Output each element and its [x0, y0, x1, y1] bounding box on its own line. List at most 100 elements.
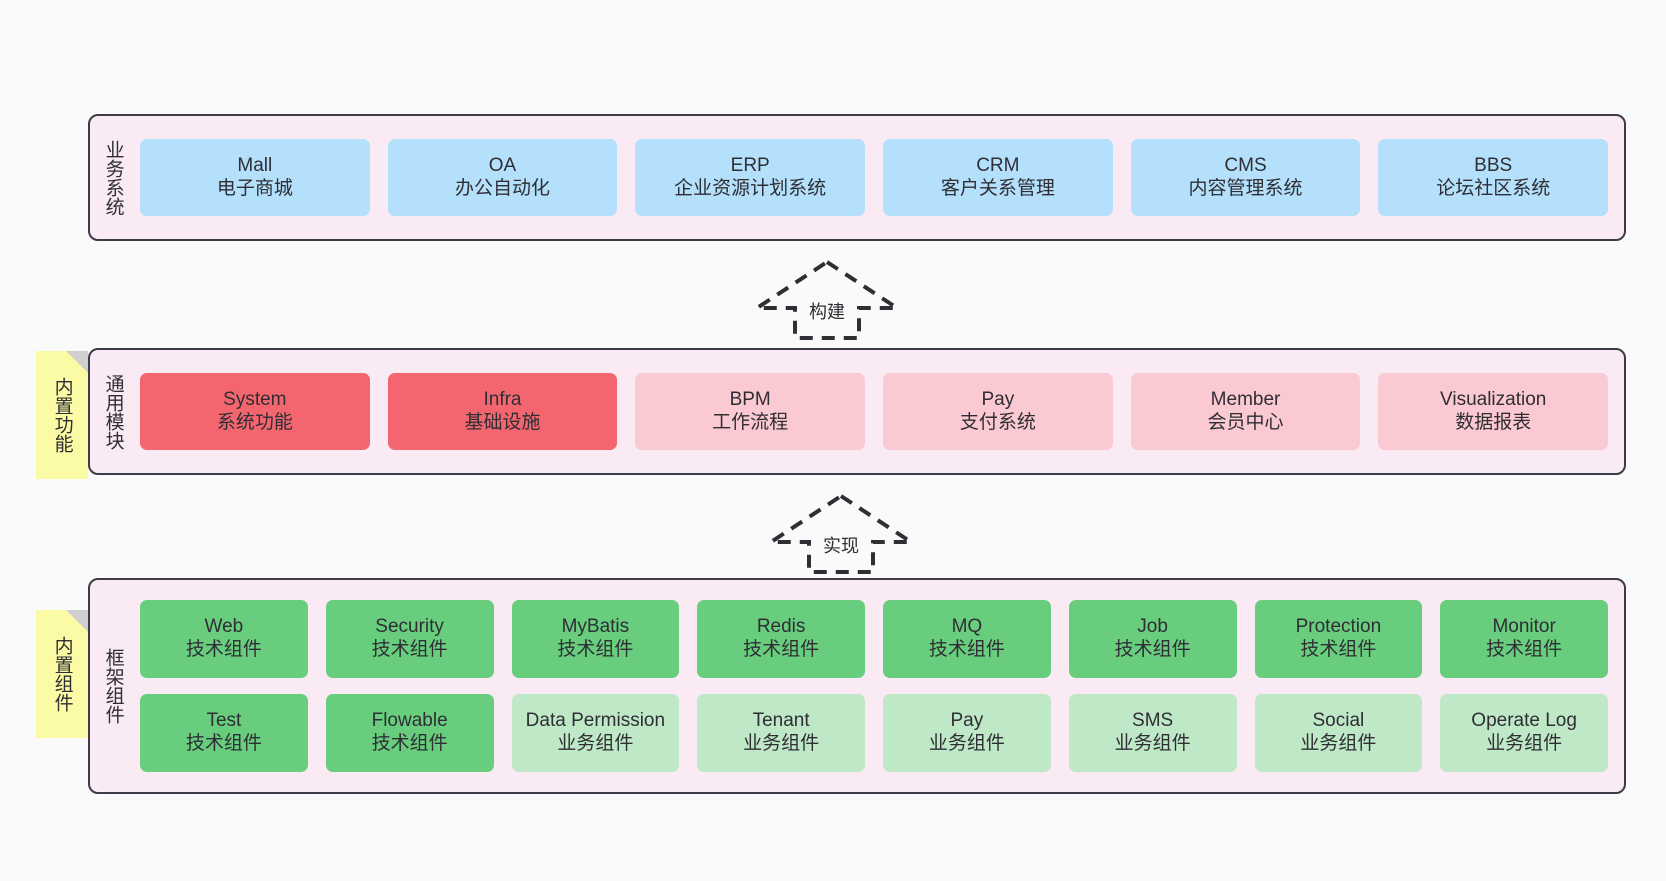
card-subtitle: 系统功能: [216, 411, 293, 433]
card-title: Job: [1137, 616, 1168, 638]
layer-framework-components-label: 框架组件: [102, 648, 124, 724]
card-title: MyBatis: [561, 616, 630, 638]
note-fold-corner-icon: [66, 610, 88, 632]
card-subtitle: 技术组件: [743, 639, 820, 660]
arrow-implement: 实现: [764, 492, 918, 576]
card-title: Security: [375, 616, 444, 638]
card-subtitle: 技术组件: [1300, 639, 1377, 660]
card-title: SMS: [1132, 710, 1174, 732]
card-subtitle: 业务组件: [928, 733, 1005, 754]
card-title: Social: [1312, 710, 1365, 732]
card-title: ERP: [730, 154, 770, 176]
card-subtitle: 业务组件: [743, 733, 820, 754]
card-title: Web: [204, 616, 244, 638]
card-title: Infra: [483, 388, 522, 410]
card-title: Flowable: [371, 710, 448, 732]
card-title: CMS: [1224, 154, 1267, 176]
card-title: System: [223, 388, 287, 410]
card-title: Visualization: [1440, 388, 1547, 410]
card-subtitle: 数据报表: [1455, 411, 1532, 433]
card-subtitle: 技术组件: [557, 639, 634, 660]
card-title: CRM: [976, 154, 1020, 176]
card-title: Member: [1210, 388, 1281, 410]
card-subtitle: 技术组件: [928, 639, 1005, 660]
card-subtitle: 工作流程: [712, 411, 789, 433]
card-subtitle: 技术组件: [1486, 639, 1563, 660]
layer-common-modules-label: 通用模块: [102, 373, 124, 450]
card-subtitle: 企业资源计划系统: [674, 177, 827, 199]
layer-business-systems-label: 业务系统: [102, 139, 124, 216]
card-subtitle: 业务组件: [1486, 733, 1563, 754]
card-title: Tenant: [752, 710, 810, 732]
card-subtitle: 技术组件: [185, 733, 262, 754]
card-subtitle: 支付系统: [959, 411, 1036, 433]
card-title: Redis: [756, 616, 806, 638]
note-builtin-components-label: 内置组件: [51, 636, 73, 712]
card-subtitle: 业务组件: [557, 733, 634, 754]
card-title: Monitor: [1492, 616, 1556, 638]
note-fold-corner-icon: [66, 351, 88, 373]
card-subtitle: 办公自动化: [455, 177, 551, 199]
card-title: Protection: [1295, 616, 1382, 638]
card-subtitle: 论坛社区系统: [1436, 177, 1551, 199]
card-subtitle: 技术组件: [1114, 639, 1191, 660]
card-title: Test: [206, 710, 242, 732]
card-subtitle: 业务组件: [1114, 733, 1191, 754]
card-subtitle: 技术组件: [371, 733, 448, 754]
card-title: Pay: [950, 710, 984, 732]
card-subtitle: 基础设施: [464, 411, 541, 433]
card-title: Operate Log: [1471, 710, 1577, 732]
card-title: Pay: [981, 388, 1015, 410]
card-subtitle: 客户关系管理: [940, 177, 1055, 199]
card-title: Mall: [237, 154, 273, 176]
arrow-build: 构建: [750, 258, 904, 342]
card-title: BPM: [729, 388, 771, 410]
card-subtitle: 内容管理系统: [1188, 177, 1303, 199]
card-title: OA: [488, 154, 517, 176]
card-title: MQ: [951, 616, 983, 638]
card-subtitle: 电子商城: [216, 177, 293, 199]
card-subtitle: 会员中心: [1207, 411, 1284, 433]
note-builtin-features: 内置功能: [36, 351, 88, 479]
card-title: Data Permission: [525, 710, 666, 732]
card-title: BBS: [1474, 154, 1513, 176]
note-builtin-features-label: 内置功能: [51, 377, 73, 453]
